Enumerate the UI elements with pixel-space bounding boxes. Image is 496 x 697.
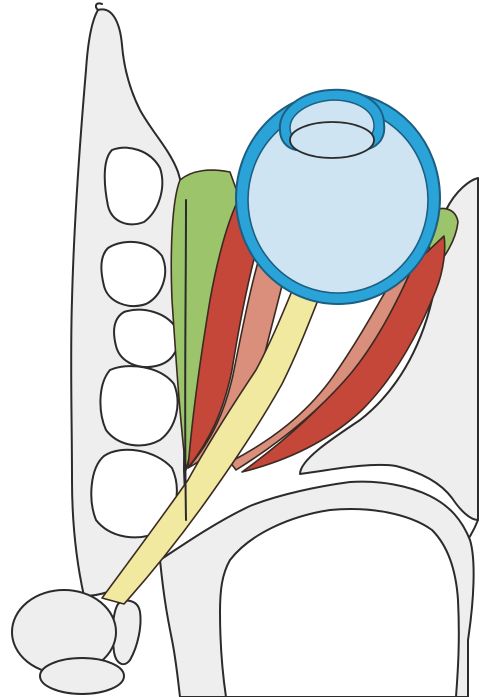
ethmoid-cell — [100, 366, 177, 445]
ethmoid-cell — [114, 310, 178, 367]
ethmoid-cell — [105, 148, 163, 225]
sphenoid-sinus-lower — [40, 658, 124, 694]
lens — [290, 122, 374, 158]
middle-cranial-fossa — [220, 509, 459, 697]
ethmoid-cell — [101, 242, 165, 306]
medial-wall-inner-line — [185, 200, 186, 520]
